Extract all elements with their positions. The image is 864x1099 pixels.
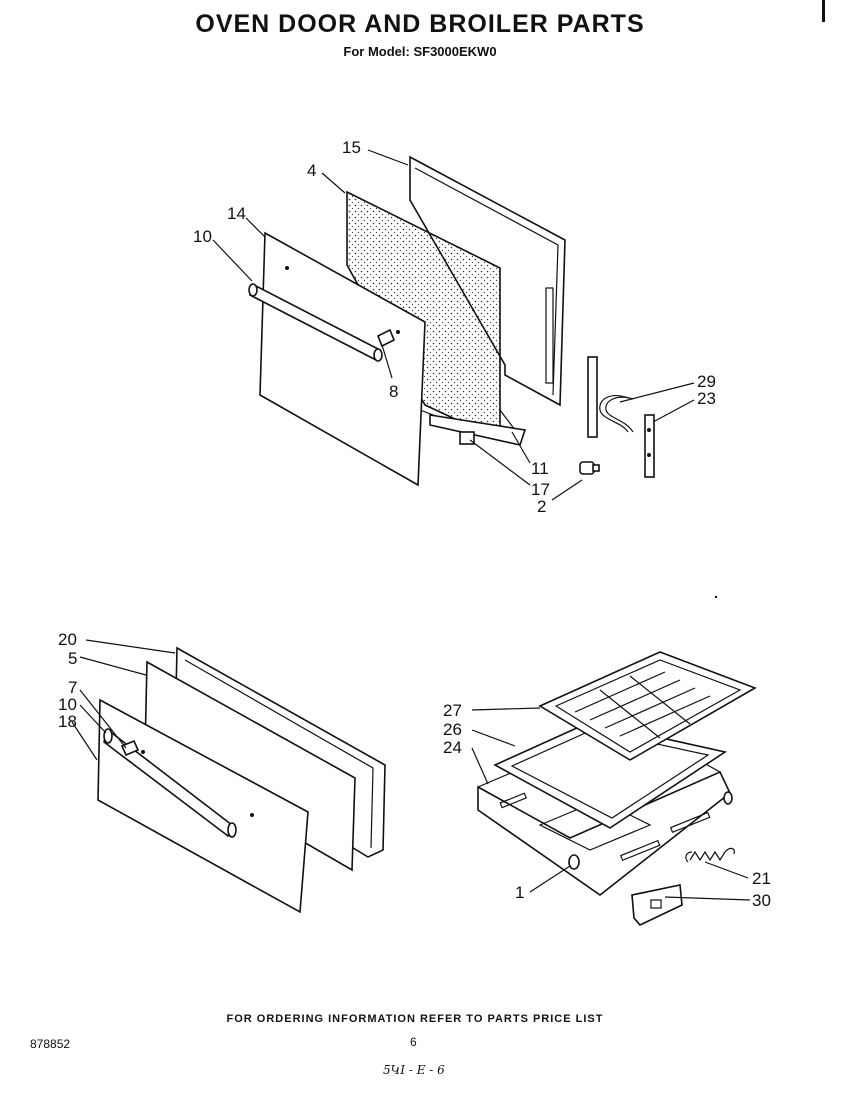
model-subtitle: For Model: SF3000EKW0 (343, 44, 497, 59)
edge-mark (822, 0, 825, 22)
broiler-spring (685, 847, 735, 863)
callout-17: 17 (531, 480, 550, 499)
outer-door-panel (259, 231, 426, 487)
broiler-bracket (631, 884, 683, 926)
callout-29: 29 (697, 372, 716, 391)
callout-24: 24 (443, 738, 462, 757)
page-title: OVEN DOOR AND BROILER PARTS (195, 10, 645, 38)
callout-23: 23 (697, 389, 716, 408)
broiler-handle-spacer (120, 739, 140, 757)
callout-2: 2 (537, 497, 546, 516)
broiler-grid (538, 651, 757, 761)
callout-18: 18 (58, 712, 77, 731)
broiler-pan (493, 721, 728, 829)
callout-11: 11 (531, 459, 549, 478)
door-handle (248, 283, 383, 362)
callout-15: 15 (342, 138, 361, 157)
callout-7: 7 (68, 678, 77, 697)
callout-30: 30 (752, 891, 771, 910)
door-bumper (579, 461, 600, 475)
bottom-right-leader-lines (471, 707, 751, 901)
handle-spacer (376, 328, 400, 348)
document-number: 878852 (30, 1037, 71, 1051)
hinge-arm (587, 356, 634, 438)
hinge-bracket (644, 414, 655, 478)
stray-dot (714, 595, 718, 599)
callout-8: 8 (389, 382, 398, 401)
callout-21: 21 (752, 869, 771, 888)
handwritten-note: 5ԿI - E - 6 (383, 1063, 445, 1077)
callout-10-bottom: 10 (58, 695, 77, 714)
callout-20: 20 (58, 630, 77, 649)
callout-27: 27 (443, 701, 462, 720)
callout-10-top: 10 (193, 227, 212, 246)
callout-14: 14 (227, 204, 246, 223)
callout-26: 26 (443, 720, 462, 739)
top-leader-lines (212, 149, 695, 501)
bottom-left-leader-lines (71, 639, 176, 761)
ordering-note: FOR ORDERING INFORMATION REFER TO PARTS … (226, 1013, 604, 1025)
callout-4: 4 (307, 161, 316, 180)
callout-5: 5 (68, 649, 77, 668)
callout-1: 1 (515, 883, 524, 902)
page-number: 6 (410, 1035, 417, 1049)
